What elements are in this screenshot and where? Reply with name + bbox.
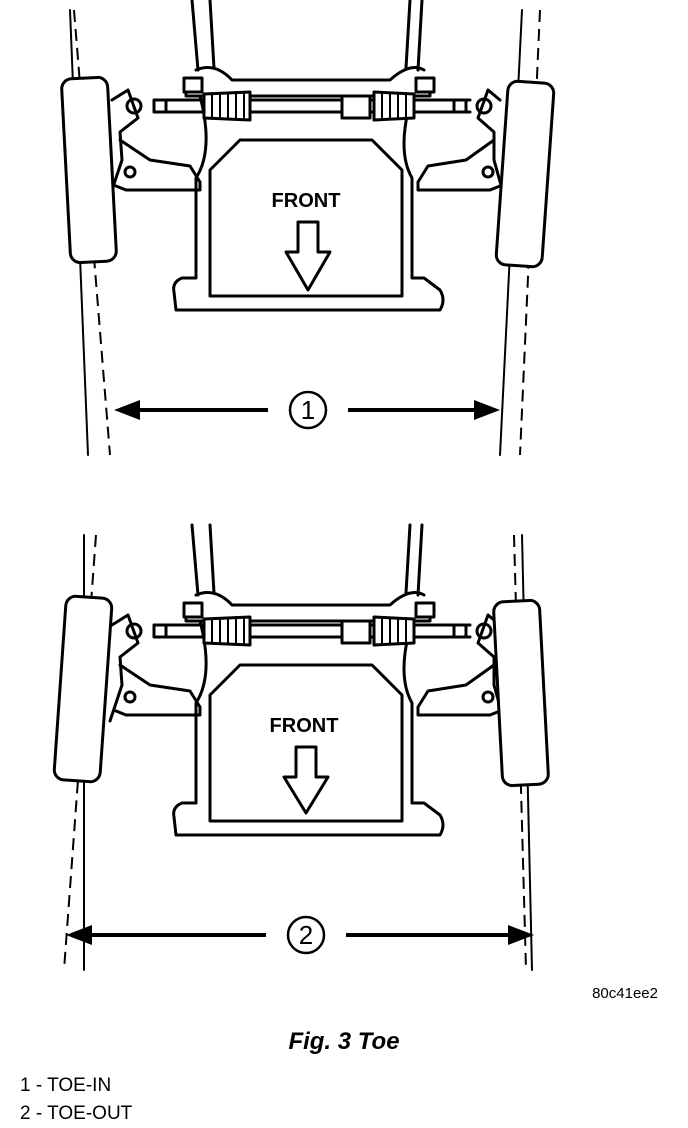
left-wheel [60, 75, 118, 265]
front-label: FRONT [270, 715, 339, 737]
reference-line-left [73, 9, 111, 456]
legend-text: TOE-IN [47, 1075, 112, 1096]
legend-text: TOE-OUT [47, 1103, 133, 1124]
toe-out-panel: FRONT 2 [52, 523, 550, 971]
legend-item: 1 - TOE-IN [20, 1072, 132, 1100]
front-arrow [282, 745, 330, 815]
figure-code: 80c41ee2 [592, 985, 658, 1002]
measurement-arrowhead-right [508, 925, 534, 945]
reference-line-right [519, 9, 541, 456]
measurement-arrowhead-right [474, 400, 500, 420]
callout-number: 2 [299, 920, 313, 950]
callout-circle [286, 915, 326, 955]
legend-separator: - [30, 1075, 48, 1096]
measurement-arrowhead-left [66, 925, 92, 945]
legend-number: 1 [20, 1075, 31, 1096]
front-arrow [284, 220, 332, 292]
legend-separator: - [30, 1103, 48, 1124]
left-wheel [52, 594, 114, 784]
right-wheel [492, 598, 550, 788]
legend-item: 2 - TOE-OUT [20, 1100, 132, 1128]
callout-circle [288, 390, 328, 430]
legend-number: 2 [20, 1103, 31, 1124]
right-wheel [494, 79, 556, 269]
toe-in-panel: FRONT 1 [60, 0, 556, 456]
callout-number: 1 [301, 395, 315, 425]
figure-caption: Fig. 3 Toe [288, 1028, 400, 1055]
toe-diagram: FRONT 1 FRONT 2 [52, 0, 556, 971]
measurement-arrowhead-left [114, 400, 140, 420]
front-label: FRONT [272, 190, 341, 212]
legend: 1 - TOE-IN 2 - TOE-OUT [20, 1072, 132, 1128]
